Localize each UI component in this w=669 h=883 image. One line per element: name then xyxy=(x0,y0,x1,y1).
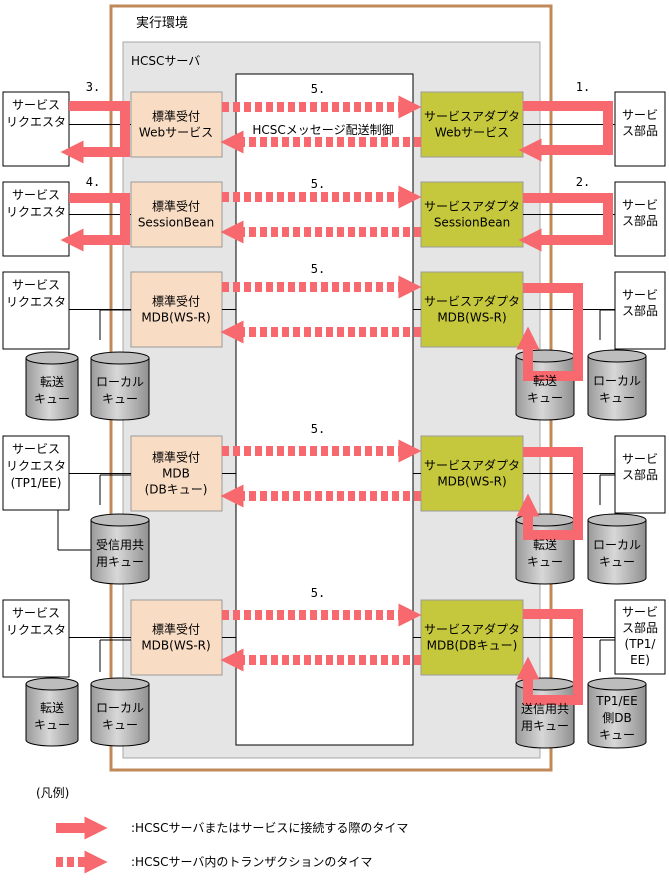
right-local-queue-row4-label: ローカルキュー xyxy=(593,538,641,569)
step-4-label: 4. xyxy=(86,175,100,189)
service-requester-label: サービスリクエスタ xyxy=(6,188,66,219)
right-send-shared-queue-row5-label: 送信用共用キュー xyxy=(521,701,569,733)
service-component-3 xyxy=(614,271,666,350)
right-tp1ee-db-queue-row5 xyxy=(587,677,647,749)
left-local-queue-row3-label: ローカルキュー xyxy=(96,375,144,406)
legend-dashed-text: :HCSCサーバ内のトランザクションのタイマ xyxy=(131,855,372,869)
service-component-label: サービス部品 xyxy=(622,452,658,482)
execution-environment-label: 実行環境 xyxy=(136,15,188,31)
service-adapter-2 xyxy=(420,181,524,248)
service-component-label: サービス部品 xyxy=(622,288,658,318)
step-3-label: 3. xyxy=(86,80,100,94)
service-requester-4 xyxy=(2,435,70,511)
step-5-row4: 5. xyxy=(311,422,325,436)
connect-timer-arrow-row5 xyxy=(516,609,583,705)
service-requester-1 xyxy=(2,91,70,167)
left-transfer-queue-row5-label: 転送キュー xyxy=(34,700,70,732)
service-component-label: サービス部品 xyxy=(622,198,658,228)
hcsc-server-label: HCSCサーバ xyxy=(131,54,200,68)
service-requester-3 xyxy=(2,271,70,350)
left-local-queue-row3 xyxy=(90,351,150,421)
service-component-label: サービス部品(TP1/EE) xyxy=(622,605,658,667)
step-5-row5: 5. xyxy=(311,586,325,600)
service-component-label: サービス部品 xyxy=(622,108,658,138)
service-requester-label: サービスリクエスタ xyxy=(6,278,66,309)
left-receive-shared-queue-row4 xyxy=(90,513,150,585)
left-transfer-queue-row3 xyxy=(25,351,79,421)
standard-reception-3 xyxy=(130,271,223,348)
left-receive-shared-queue-row4-label: 受信用共用キュー xyxy=(96,538,144,569)
legend-solid-text: :HCSCサーバまたはサービスに接続する際のタイマ xyxy=(131,820,408,835)
connect-timer-arrow-4 xyxy=(60,193,130,252)
hcsc-message-routing-box xyxy=(235,73,414,746)
right-local-queue-row3 xyxy=(587,349,647,421)
step-5-row1: 5. xyxy=(311,82,325,96)
step-1-label: 1. xyxy=(576,80,590,94)
service-adapter-1 xyxy=(420,91,524,158)
right-local-queue-row3-label: ローカルキュー xyxy=(593,374,641,405)
service-component-5 xyxy=(614,599,666,675)
service-component-1 xyxy=(614,91,666,167)
service-requester-2 xyxy=(2,181,70,257)
step-5-row3: 5. xyxy=(311,262,325,276)
connect-timer-arrow-row4 xyxy=(516,447,583,540)
right-local-queue-row4 xyxy=(587,513,647,585)
service-requester-label: サービスリクエスタ(TP1/EE) xyxy=(6,442,66,490)
left-local-queue-row5-label: ローカルキュー xyxy=(96,701,144,732)
right-transfer-queue-row4-label: 転送キュー xyxy=(527,537,563,569)
right-transfer-queue-row3-label: 転送キュー xyxy=(527,373,563,405)
standard-reception-2 xyxy=(130,181,223,248)
left-local-queue-row5 xyxy=(90,677,150,747)
hcsc-message-routing-label: HCSCメッセージ配送制御 xyxy=(252,122,393,137)
connect-timer-arrow-1 xyxy=(518,101,613,162)
left-transfer-queue-row3-label: 転送キュー xyxy=(34,374,70,406)
service-adapter-3 xyxy=(420,271,524,348)
connect-timer-arrow-3 xyxy=(60,101,130,164)
left-transfer-queue-row5 xyxy=(25,677,79,747)
standard-reception-5 xyxy=(130,599,223,676)
connect-timer-arrow-row3 xyxy=(516,283,583,381)
step-5-row2: 5. xyxy=(311,177,325,191)
standard-reception-4 xyxy=(130,435,223,512)
step-2-label: 2. xyxy=(576,175,590,189)
connect-timer-arrow-2 xyxy=(518,193,613,252)
service-requester-label: サービスリクエスタ xyxy=(6,606,66,637)
service-component-4 xyxy=(614,435,666,514)
service-requester-label: サービスリクエスタ xyxy=(6,98,66,129)
standard-reception-1 xyxy=(130,91,223,158)
legend-title: (凡例) xyxy=(36,786,69,800)
service-component-2 xyxy=(614,181,666,257)
service-requester-5 xyxy=(2,599,70,678)
service-adapter-5 xyxy=(420,599,524,676)
service-adapter-4 xyxy=(420,435,524,512)
